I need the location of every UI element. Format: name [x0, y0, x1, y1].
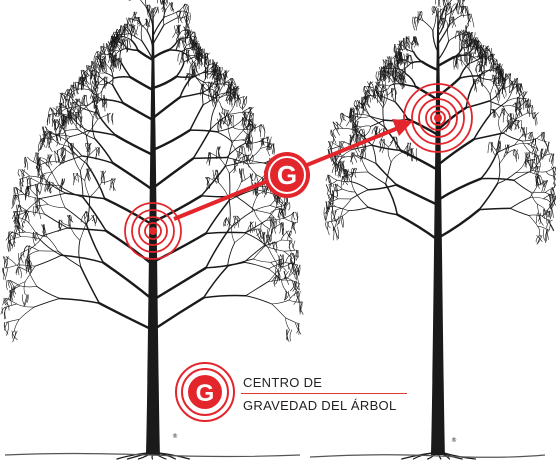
ground-right	[309, 454, 546, 458]
copyright-mark-left: ®	[172, 433, 178, 440]
ground-left	[4, 452, 301, 458]
tree-before-prune-illustration	[0, 0, 304, 460]
legend-g-badge-icon: G	[175, 362, 235, 422]
tree-after-prune-illustration	[323, 0, 556, 460]
legend-line-2: GRAVEDAD DEL ÁRBOL	[243, 398, 397, 413]
legend-line-1: CENTRO DE	[243, 375, 323, 390]
legend-divider	[241, 393, 407, 394]
target-rings-raised-icon	[403, 83, 473, 153]
target-rings-icon	[124, 202, 182, 260]
legend-badge-letter: G	[196, 380, 215, 407]
copyright-mark-right: ®	[451, 437, 457, 444]
g-badge-icon: G	[264, 152, 310, 198]
badge-letter: G	[277, 160, 297, 190]
